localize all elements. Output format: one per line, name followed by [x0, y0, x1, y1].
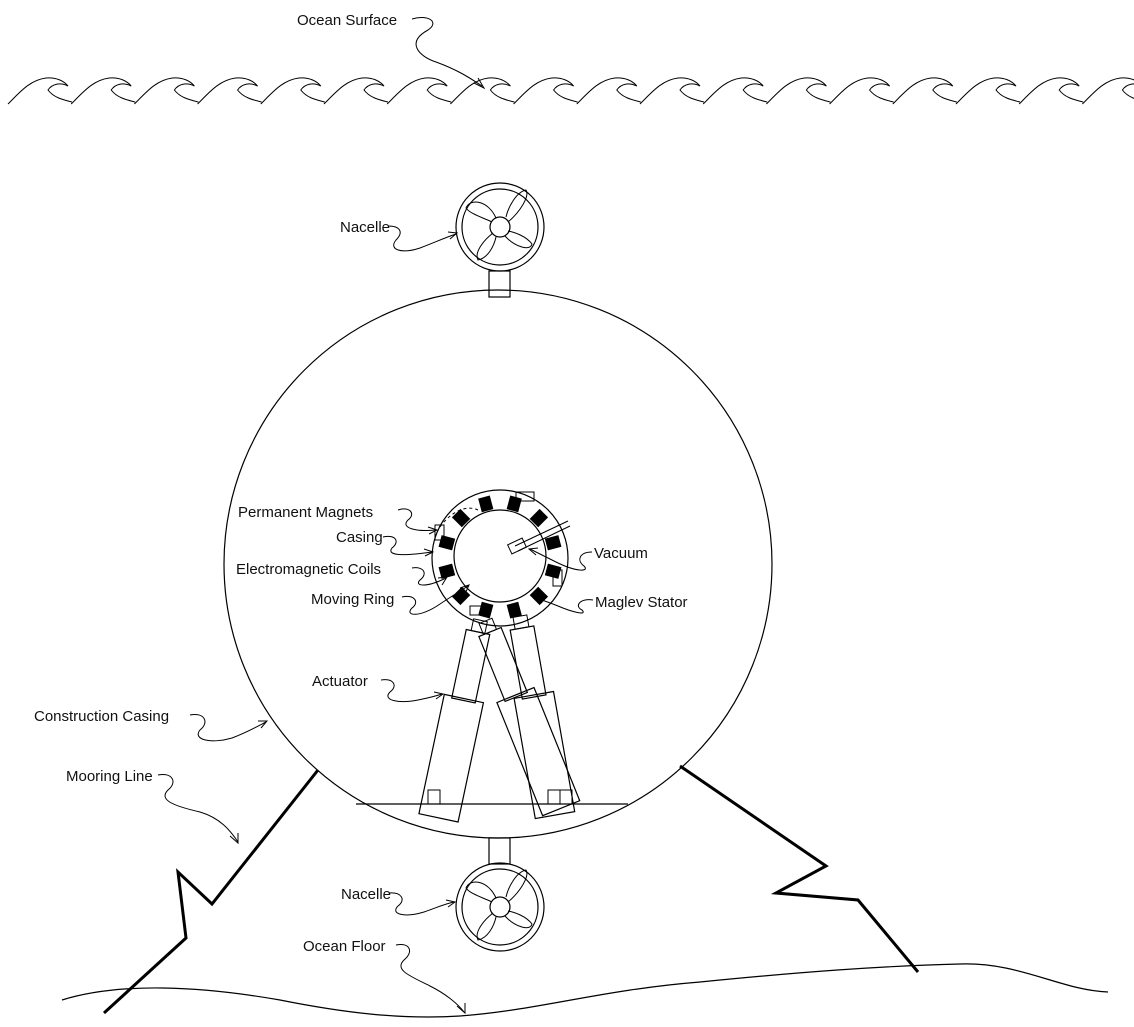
ocean-floor-leader — [395, 943, 465, 1013]
mooring-line-label: Mooring Line — [66, 768, 153, 785]
ocean-wave — [70, 77, 136, 105]
nacelle-top-label: Nacelle — [340, 219, 390, 236]
permanent-magnets-arrowhead — [427, 526, 439, 535]
electromagnetic-coil — [544, 535, 562, 551]
moving-ring — [453, 509, 547, 603]
nacelle-top-blades — [465, 189, 533, 261]
actuator-leader — [380, 679, 443, 703]
electromagnetic-coil — [438, 535, 456, 551]
maglev-stator-label: Maglev Stator — [595, 594, 688, 611]
construction-casing-arrowhead — [258, 720, 269, 729]
actuator-label: Actuator — [312, 673, 368, 690]
vacuum-tube — [514, 520, 569, 547]
maglev-stator-leader — [535, 597, 594, 614]
electromagnetic-coil — [506, 495, 522, 513]
electromagnetic-coils-label: Electromagnetic Coils — [236, 561, 381, 578]
nacelle-bottom-leader — [388, 892, 455, 916]
electromagnetic-coils-arrowhead — [437, 576, 448, 586]
electromagnetic-coil — [478, 495, 494, 513]
nacelle-bottom-blades — [465, 869, 533, 941]
nacelle-top-arrowhead — [447, 231, 459, 240]
ocean-wave — [197, 77, 262, 105]
permanent-magnets-label: Permanent Magnets — [238, 504, 373, 521]
permanent-magnets-arc — [439, 507, 479, 528]
permanent-magnet — [515, 491, 535, 502]
construction-casing-leader — [189, 713, 267, 742]
ocean-floor-label: Ocean Floor — [303, 938, 386, 955]
casing-arrowhead — [423, 548, 435, 557]
ocean-wave — [1082, 77, 1134, 105]
ocean-wave — [134, 77, 199, 105]
ocean-wave — [450, 77, 515, 105]
ocean-wave — [892, 77, 957, 105]
nacelle-bottom-strut — [488, 837, 511, 865]
electromagnetic-coil — [506, 601, 522, 619]
ocean-wave — [1018, 77, 1084, 105]
nacelle-bottom-arrowhead — [445, 899, 457, 908]
ocean-wave — [639, 77, 705, 105]
mooring-line-arrowhead — [229, 833, 239, 845]
moving-ring-leader — [401, 585, 469, 615]
ocean-wave — [260, 77, 325, 105]
ocean-wave — [766, 77, 831, 105]
electromagnetic-coil — [438, 563, 456, 579]
maglev-assembly — [431, 489, 571, 627]
ocean-surface-leader — [411, 16, 483, 87]
vacuum-tube — [517, 525, 571, 552]
nacelle-top-leader — [387, 225, 457, 252]
moving-ring-label: Moving Ring — [311, 591, 394, 608]
ocean-surface-label: Ocean Surface — [297, 12, 397, 29]
casing-leader — [382, 535, 433, 556]
permanent-magnet — [552, 569, 563, 587]
ocean-wave — [323, 77, 389, 105]
actuator-center — [478, 617, 581, 817]
actuator-left — [418, 618, 491, 823]
ocean-surface-arrowhead — [473, 77, 486, 90]
ocean-floor-line — [61, 963, 1109, 1018]
ocean-floor-arrowhead — [456, 1003, 466, 1015]
permanent-magnet — [469, 605, 489, 616]
ocean-wave — [955, 77, 1021, 105]
moving-ring-arrowhead — [459, 584, 470, 595]
actuator-right — [509, 614, 576, 820]
ocean-surface-waves — [7, 77, 1134, 105]
maglev-stator — [431, 489, 569, 627]
actuator-arrowhead — [433, 691, 445, 700]
maglev-stator-arrowhead — [533, 595, 545, 604]
nacelle-bottom — [455, 862, 545, 952]
electromagnetic-coil — [478, 601, 494, 619]
casing-label: Casing — [336, 529, 383, 546]
mooring-line-left — [102, 769, 320, 1015]
vacuum-port — [506, 537, 528, 555]
electromagnetic-coil — [451, 508, 471, 528]
ocean-wave — [829, 77, 894, 105]
electromagnetic-coil — [529, 586, 549, 606]
permanent-magnet — [434, 524, 445, 541]
ocean-wave — [702, 77, 768, 105]
permanent-magnets-leader — [397, 508, 437, 531]
ocean-wave — [386, 77, 452, 105]
nacelle-bottom-label: Nacelle — [341, 886, 391, 903]
construction-casing-label: Construction Casing — [34, 708, 169, 725]
mooring-line-right — [679, 764, 920, 973]
vacuum-arrowhead — [527, 547, 539, 556]
mooring-line-leader — [157, 773, 239, 843]
electromagnetic-coil — [529, 508, 549, 528]
ocean-wave — [7, 77, 73, 105]
nacelle-top-strut — [488, 270, 511, 298]
vacuum-label: Vacuum — [594, 545, 648, 562]
nacelle-top — [455, 182, 545, 272]
electromagnetic-coils-leader — [411, 567, 447, 586]
ocean-wave — [576, 77, 641, 105]
ocean-wave — [513, 77, 578, 105]
vacuum-leader — [529, 548, 593, 571]
